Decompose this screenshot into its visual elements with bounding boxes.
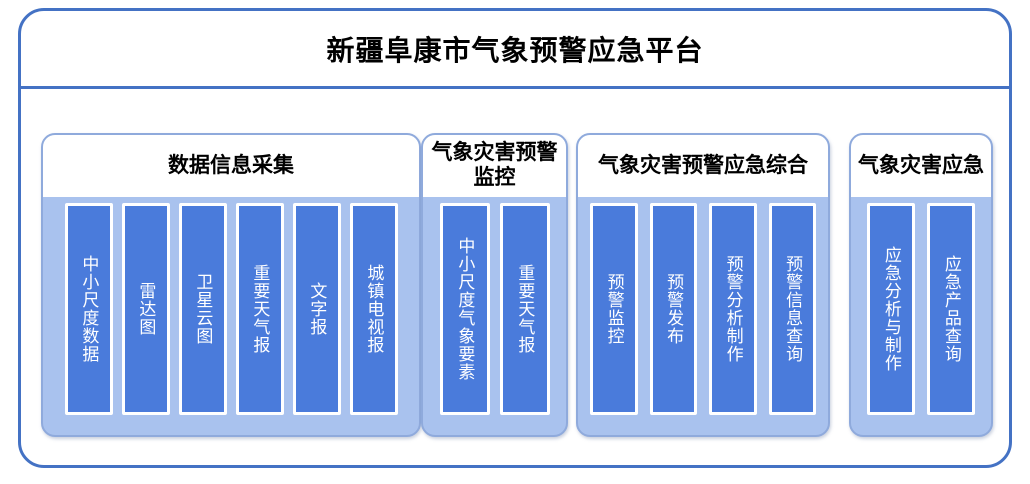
- item-label: 文字报: [307, 282, 327, 336]
- group-panel-disaster-emergency[interactable]: 气象灾害应急 应急分析与制作 应急产品查询: [849, 133, 993, 437]
- item-bar[interactable]: 预警分析制作: [709, 203, 757, 415]
- item-label: 预警监控: [604, 273, 624, 345]
- item-bar[interactable]: 应急产品查询: [927, 203, 975, 415]
- item-bar[interactable]: 重要天气报: [499, 203, 550, 415]
- group-title: 气象灾害预警监控: [431, 141, 558, 189]
- group-title: 气象灾害预警应急综合: [598, 153, 808, 177]
- item-bar[interactable]: 预警信息查询: [768, 203, 816, 415]
- item-bar[interactable]: 中小尺度数据: [64, 203, 113, 415]
- item-label: 雷达图: [136, 282, 156, 336]
- item-bar[interactable]: 城镇电视报: [349, 203, 398, 415]
- group-title: 气象灾害应急: [858, 153, 984, 177]
- page-title: 新疆阜康市气象预警应急平台: [326, 34, 704, 66]
- item-label: 应急产品查询: [941, 255, 961, 363]
- group-header: 气象灾害预警监控: [423, 135, 566, 197]
- group-items: 中小尺度气象要素 重要天气报: [423, 203, 566, 415]
- platform-body: 数据信息采集 中小尺度数据 雷达图 卫星云图 重要天气报 文字报: [21, 89, 1009, 465]
- group-items: 中小尺度数据 雷达图 卫星云图 重要天气报 文字报 城镇电视报: [43, 203, 419, 415]
- item-bar[interactable]: 中小尺度气象要素: [439, 203, 490, 415]
- item-bar[interactable]: 雷达图: [121, 203, 170, 415]
- group-header: 气象灾害应急: [851, 135, 991, 197]
- item-label: 中小尺度气象要素: [455, 237, 475, 381]
- group-panel-disaster-warning-monitoring[interactable]: 气象灾害预警监控 中小尺度气象要素 重要天气报: [421, 133, 568, 437]
- item-bar[interactable]: 预警发布: [649, 203, 697, 415]
- group-header: 气象灾害预警应急综合: [578, 135, 828, 197]
- group-panel-data-collection[interactable]: 数据信息采集 中小尺度数据 雷达图 卫星云图 重要天气报 文字报: [41, 133, 421, 437]
- item-bar[interactable]: 文字报: [292, 203, 341, 415]
- group-items: 预警监控 预警发布 预警分析制作 预警信息查询: [578, 203, 828, 415]
- item-bar[interactable]: 重要天气报: [235, 203, 284, 415]
- item-label: 城镇电视报: [364, 264, 384, 354]
- item-label: 预警发布: [664, 273, 684, 345]
- item-bar[interactable]: 卫星云图: [178, 203, 227, 415]
- platform-header: 新疆阜康市气象预警应急平台: [21, 11, 1009, 89]
- item-label: 预警信息查询: [783, 255, 803, 363]
- item-label: 卫星云图: [193, 273, 213, 345]
- item-label: 预警分析制作: [723, 255, 743, 363]
- group-title: 数据信息采集: [168, 153, 294, 177]
- group-panel-warning-emergency-integrated[interactable]: 气象灾害预警应急综合 预警监控 预警发布 预警分析制作 预警信息查询: [576, 133, 830, 437]
- platform-frame: 新疆阜康市气象预警应急平台 数据信息采集 中小尺度数据 雷达图 卫星云图 重要天…: [18, 8, 1012, 468]
- item-label: 重要天气报: [250, 264, 270, 354]
- group-header: 数据信息采集: [43, 135, 419, 197]
- item-label: 中小尺度数据: [79, 255, 99, 363]
- item-bar[interactable]: 预警监控: [590, 203, 638, 415]
- item-label: 应急分析与制作: [881, 246, 901, 372]
- item-label: 重要天气报: [515, 264, 535, 354]
- group-items: 应急分析与制作 应急产品查询: [851, 203, 991, 415]
- item-bar[interactable]: 应急分析与制作: [867, 203, 915, 415]
